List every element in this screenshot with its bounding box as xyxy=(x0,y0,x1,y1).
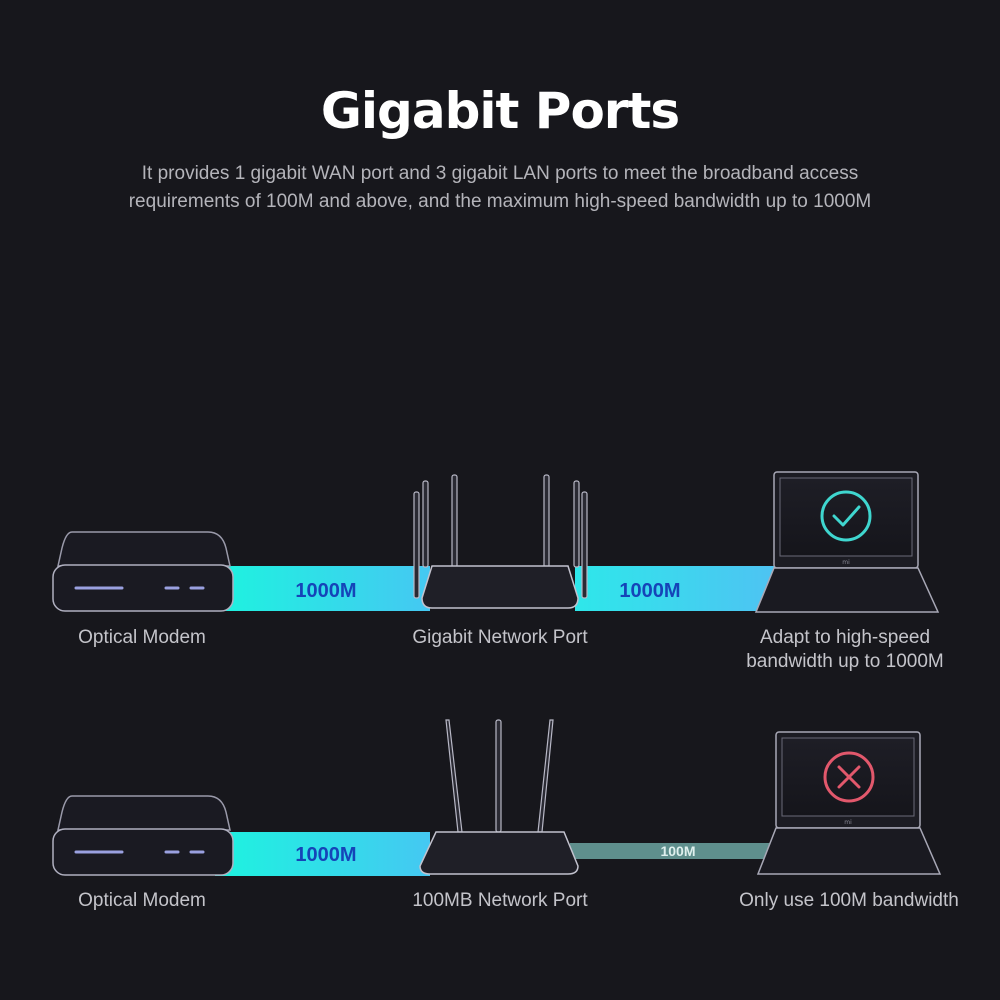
page-title: Gigabit Ports xyxy=(320,82,680,140)
link-router-laptop-gigabit xyxy=(575,566,780,611)
router-label-gigabit: Gigabit Network Port xyxy=(412,627,588,648)
link1-speed-label-100mb: 1000M xyxy=(295,844,356,866)
modem-label-100mb: Optical Modem xyxy=(78,890,206,911)
link2-speed-label-100mb: 100M xyxy=(660,843,695,859)
laptop-label-line-1: Adapt to high-speed xyxy=(759,627,931,648)
laptop-icon: mi xyxy=(756,731,942,875)
gigabit-router-icon xyxy=(413,474,588,609)
laptop-label-100mb: Only use 100M bandwidth xyxy=(739,890,959,911)
row-100mb: 1000M 100M mi xyxy=(52,719,942,876)
check-circle-icon xyxy=(820,490,872,542)
link-modem-router-100mb xyxy=(215,832,430,876)
optical-modem-icon xyxy=(52,531,234,612)
laptop-brand: mi xyxy=(842,559,850,566)
description-line-2: requirements of 100M and above, and the … xyxy=(128,191,872,212)
laptop-icon: mi xyxy=(754,471,940,613)
row-gigabit: 1000M 1000M mi xyxy=(52,471,940,613)
laptop-brand: mi xyxy=(844,819,852,826)
description-line-1: It provides 1 gigabit WAN port and 3 gig… xyxy=(141,163,859,184)
link2-speed-label: 1000M xyxy=(619,580,680,602)
laptop-label-line-2: bandwidth up to 1000M xyxy=(746,651,944,672)
x-circle-icon xyxy=(823,751,875,803)
laptop-label-gigabit: Adapt to high-speed bandwidth up to 1000… xyxy=(720,626,970,674)
page-description: It provides 1 gigabit WAN port and 3 gig… xyxy=(100,160,900,216)
modem-label-gigabit: Optical Modem xyxy=(78,627,206,648)
link-modem-router-gigabit xyxy=(215,566,430,611)
optical-modem-icon xyxy=(52,795,234,876)
link-router-laptop-100mb xyxy=(570,843,775,859)
router-label-100mb: 100MB Network Port xyxy=(412,890,588,911)
link1-speed-label: 1000M xyxy=(295,580,356,602)
router-100mb-icon xyxy=(419,719,579,875)
